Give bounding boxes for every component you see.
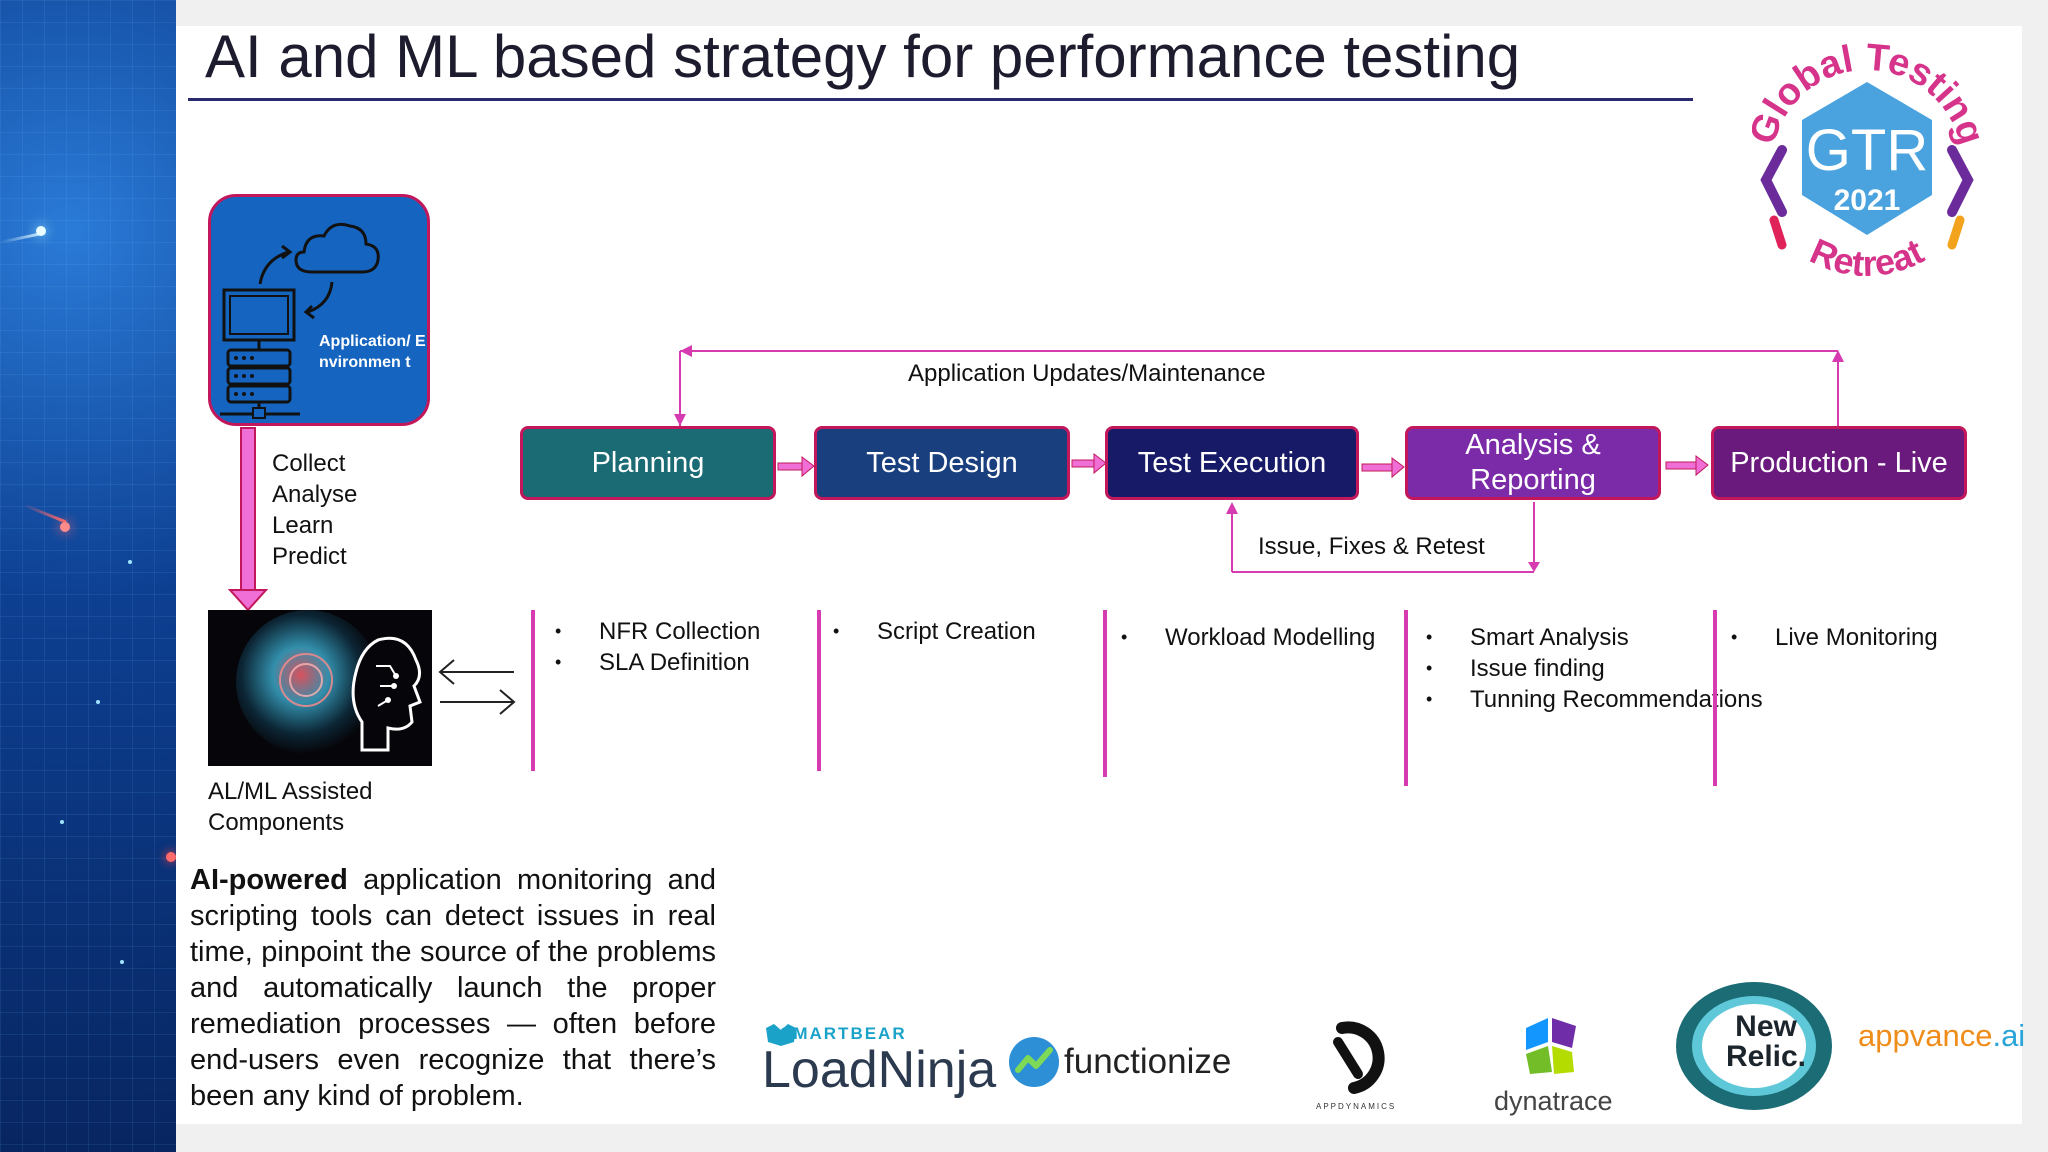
ml-step: Learn [272,512,334,539]
list-item: Script Creation [833,616,1036,647]
ai-description-paragraph: AI-powered application monitoring and sc… [190,862,716,1114]
stage-planning: Planning [520,426,776,500]
stage-test-design: Test Design [814,426,1070,500]
list-item: Smart Analysis [1426,622,1763,653]
ai-brain-image [208,610,432,766]
page-title: AI and ML based strategy for performance… [205,23,1521,90]
ai-components-caption: AL/ML Assisted Components [208,778,373,836]
stage-analysis-reporting: Analysis & Reporting [1405,426,1661,500]
dynatrace-icon [1526,1018,1576,1074]
background-strip [0,0,176,1152]
issue-fixes-retest-label: Issue, Fixes & Retest [1258,533,1485,560]
analysis-activities: Smart Analysis Issue finding Tunning Rec… [1404,610,1763,786]
list-item: SLA Definition [555,647,760,678]
title-underline [188,98,1693,101]
list-item: Issue finding [1426,653,1763,684]
stage-test-execution: Test Execution [1105,426,1359,500]
maintenance-loop-label: Application Updates/Maintenance [908,360,1266,387]
application-environment-label: Application/ Environmen t [319,333,426,371]
planning-activities: NFR Collection SLA Definition [531,610,760,771]
logo-name: GTR [1806,118,1928,183]
paragraph-bold-lead: AI-powered [190,864,348,896]
ml-step: Analyse [272,481,358,508]
appvance-logo: appvance.ai [1858,1018,2026,1053]
production-activities: Live Monitoring [1713,610,1938,786]
list-item: Live Monitoring [1731,622,1938,653]
test-execution-activities: Workload Modelling [1103,610,1375,777]
ml-step: Predict [272,543,347,570]
test-design-activities: Script Creation [817,610,1036,771]
ml-step: Collect [272,450,346,477]
stage-production-live: Production - Live [1711,426,1967,500]
application-environment-box: Application/ Environmen t [208,194,430,426]
paragraph-body: application monitoring and scripting too… [190,864,716,1112]
logo-ring-bottom: Retreat [1804,230,1929,284]
logo-year: 2021 [1834,184,1901,217]
list-item: NFR Collection [555,616,760,647]
ml-steps: Collect Analyse Learn Predict [272,448,357,572]
list-item: Workload Modelling [1121,622,1375,653]
slide-canvas [176,26,2022,1124]
newrelic-ring-icon [1676,982,1832,1110]
functionize-icon [1009,1037,1059,1087]
server-cloud-icon [220,222,380,419]
gtr-logo: Global Testing GTR 2021 Retreat [1752,40,1982,284]
appdynamics-icon [1333,1021,1385,1094]
svg-text:Retreat: Retreat [1804,230,1929,284]
smartbear-icon [766,1024,796,1046]
